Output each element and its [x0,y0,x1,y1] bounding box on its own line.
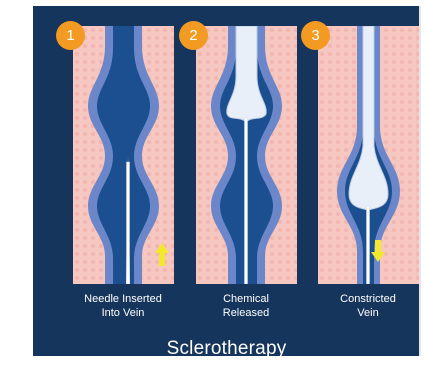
step-2-caption: Chemical Released [186,292,306,320]
step-1-caption: Needle Inserted Into Vein [63,292,183,320]
step-2-caption-line1: Chemical [186,292,306,306]
panel-constricted-vein [318,26,419,284]
step-2-badge: 2 [179,21,208,50]
step-1-caption-line2: Into Vein [63,306,183,320]
step-2-caption-line2: Released [186,306,306,320]
step-3-caption-line1: Constricted [308,292,420,306]
step-3-caption: Constricted Vein [308,292,420,320]
needle-shaft [245,118,248,284]
needle-shaft [127,162,130,284]
sclerotherapy-diagram: 1 2 3 Needle Inserted Into Vein Chemical… [33,6,420,356]
step-3-badge: 3 [301,21,330,50]
right-border [419,6,421,356]
step-1-badge: 1 [56,21,85,50]
step-3-caption-line2: Vein [308,306,420,320]
panel-chemical-released [196,26,297,284]
needle-shaft [367,206,370,284]
step-1-caption-line1: Needle Inserted [63,292,183,306]
panel-needle-inserted [73,26,174,284]
diagram-title: Sclerotherapy [33,338,420,356]
